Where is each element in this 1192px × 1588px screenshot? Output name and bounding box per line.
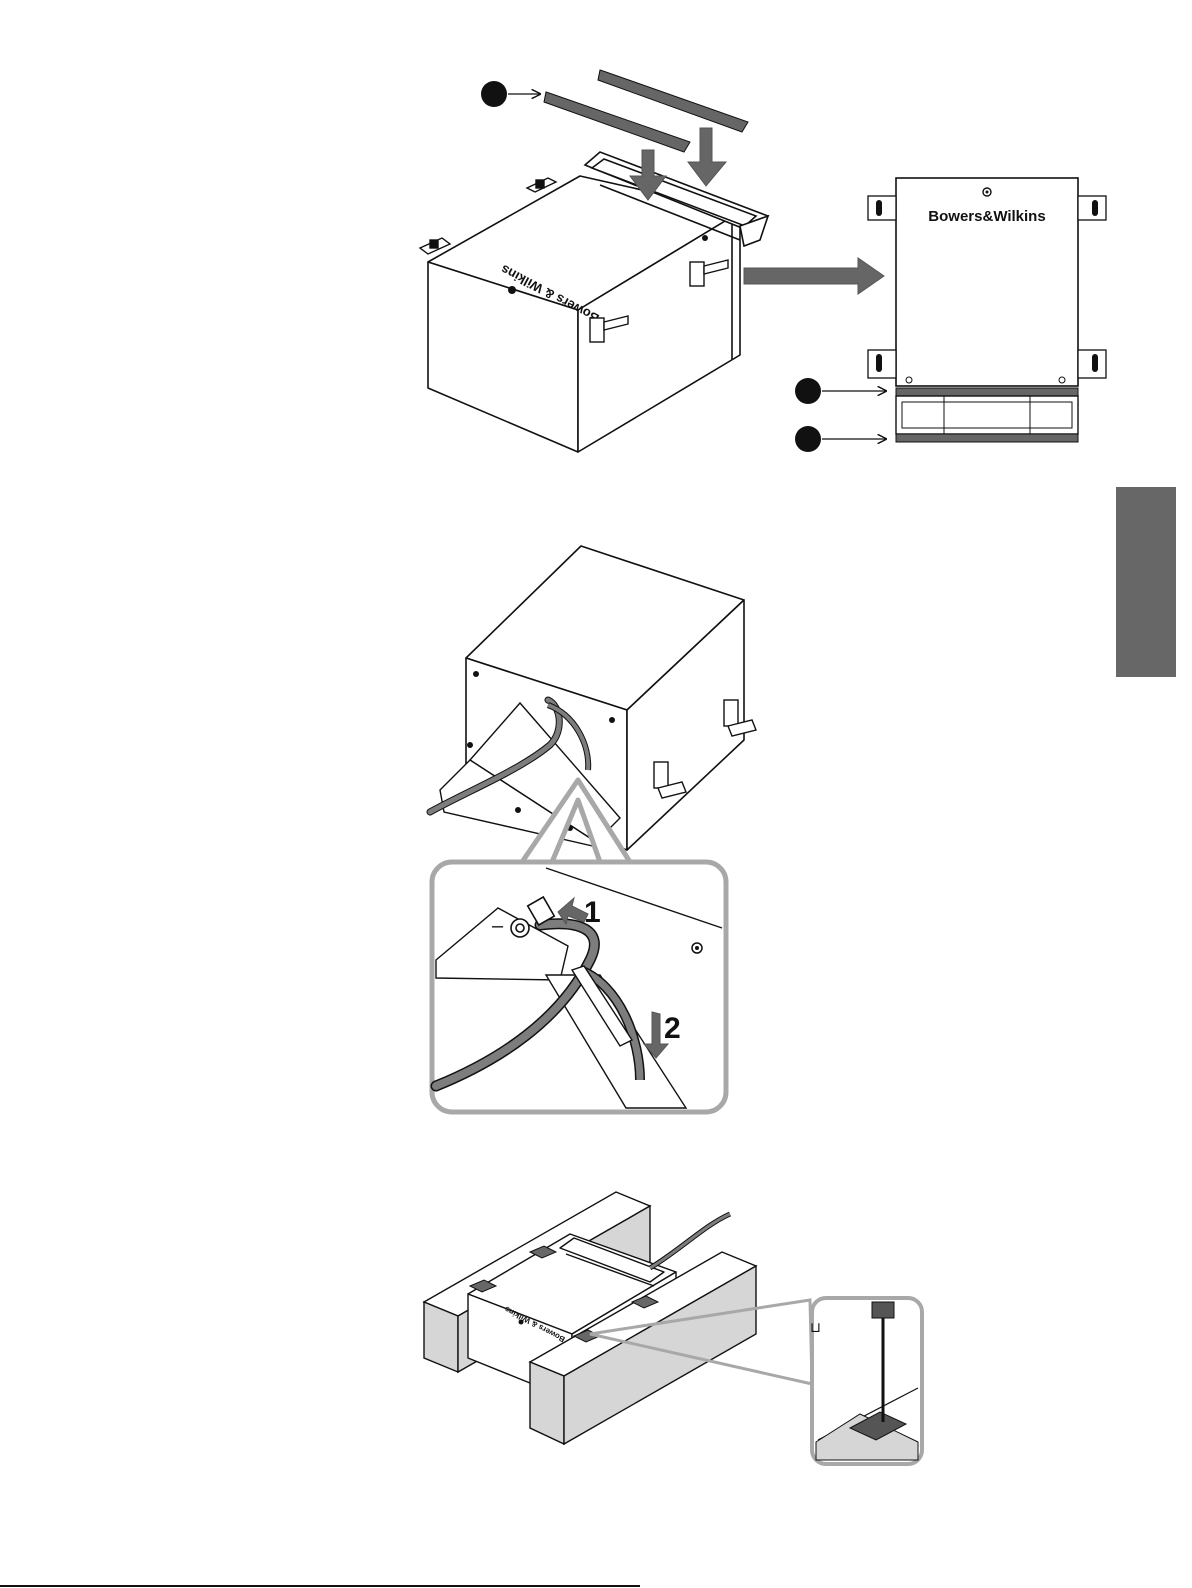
- figure-1-gasket-strips: Bowers & Wilkins Bowers&Wil: [420, 70, 1106, 452]
- callout-marker: [795, 378, 821, 404]
- tab-detail-label: ⊔: [810, 1319, 821, 1335]
- direction-arrow: [744, 258, 884, 294]
- callout-marker: [481, 81, 507, 107]
- polarity-minus-label: –: [492, 915, 504, 937]
- figure-2-speaker-cable: 1 2 –: [430, 546, 756, 1112]
- callout-marker: [795, 426, 821, 452]
- figure-3-joist-mounting: Bowers & Wilkins ⊔: [424, 1192, 922, 1464]
- screw-detail-callout: [812, 1298, 922, 1464]
- step-number-2: 2: [664, 1012, 681, 1045]
- detail-callout-box: 1 2 –: [432, 862, 726, 1112]
- gasket-strips: [544, 70, 748, 152]
- front-view-panel: Bowers&Wilkins: [868, 178, 1106, 442]
- brand-label-front: Bowers&Wilkins: [928, 208, 1045, 225]
- fixing-hole: [508, 286, 516, 294]
- step-number-1: 1: [584, 896, 601, 929]
- section-thumb-tab: [1116, 487, 1176, 677]
- fixing-hole: [702, 235, 708, 241]
